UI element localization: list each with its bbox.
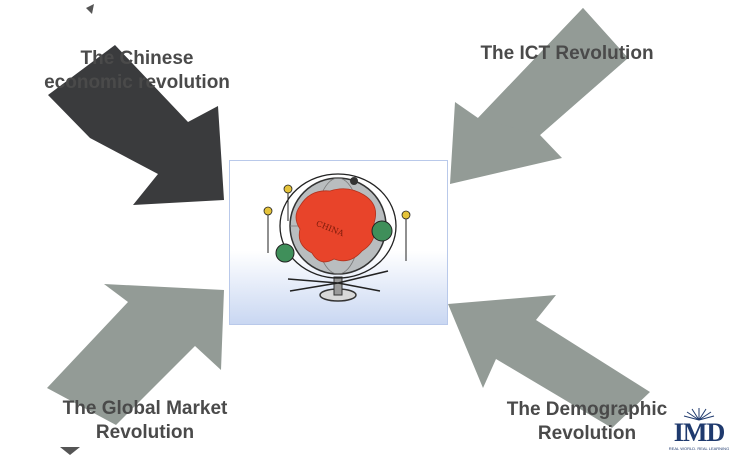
label-demographic-line-2: Revolution bbox=[537, 423, 637, 444]
globe-picture-frame: CHINA bbox=[229, 160, 448, 325]
arrow-global-market bbox=[47, 284, 224, 425]
imd-sunburst-icon bbox=[683, 408, 715, 421]
arrow-demographic bbox=[448, 295, 650, 428]
globe-stem bbox=[333, 276, 343, 296]
planet-right bbox=[371, 220, 393, 242]
label-chinese-economic-revolution: The Chinese economic revolution bbox=[32, 47, 242, 95]
label-ict-revolution: The ICT Revolution bbox=[462, 42, 672, 66]
imd-logo-text: IMD bbox=[673, 418, 725, 447]
china-map-shape bbox=[295, 188, 377, 263]
planet-left bbox=[275, 243, 295, 263]
label-global-line-2: Revolution bbox=[95, 422, 195, 443]
pin-left-head bbox=[263, 206, 273, 216]
globe-ring bbox=[279, 173, 397, 279]
arrow-ict-tail bbox=[478, 8, 628, 135]
corner-marker-bottom bbox=[60, 447, 80, 455]
label-global-line-1: The Global Market bbox=[62, 398, 228, 419]
label-chinese-line-2: economic revolution bbox=[44, 72, 230, 93]
label-demographic-revolution: The Demographic Revolution bbox=[482, 398, 692, 446]
imd-logo-tagline: REAL WORLD. REAL LEARNING bbox=[668, 446, 730, 451]
label-chinese-line-1: The Chinese bbox=[80, 48, 194, 69]
pin-right-head bbox=[401, 210, 411, 220]
globe-top-knob bbox=[350, 177, 358, 185]
pin-top-head bbox=[283, 184, 293, 194]
imd-logo: IMD REAL WORLD. REAL LEARNING bbox=[668, 404, 730, 454]
arrow-chinese-economic bbox=[48, 45, 224, 205]
label-ict-line-1: The ICT Revolution bbox=[480, 43, 654, 64]
label-global-market-revolution: The Global Market Revolution bbox=[40, 397, 250, 445]
globe-stand-legs bbox=[287, 270, 389, 292]
globe-illustration: CHINA bbox=[263, 173, 411, 302]
label-demographic-line-1: The Demographic bbox=[506, 399, 668, 420]
corner-marker-top bbox=[86, 4, 94, 14]
